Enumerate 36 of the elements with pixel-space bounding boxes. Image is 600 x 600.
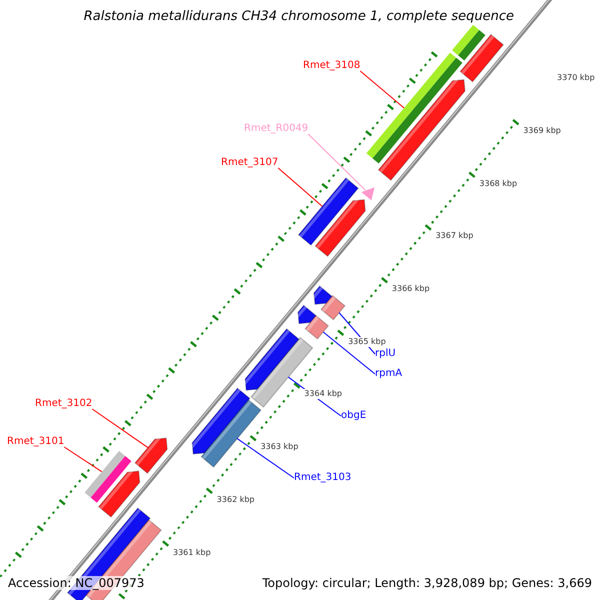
leader-line — [92, 408, 148, 448]
gene-label: Rmet_R0049 — [244, 123, 308, 135]
gene-label: Rmet_3108 — [303, 60, 360, 72]
scale-label: 3369 kbp — [522, 126, 562, 136]
gene-label: Rmet_3101 — [7, 436, 64, 448]
feature-triangle — [361, 187, 374, 200]
scale-label: 3364 kbp — [303, 389, 343, 400]
gene-bar — [134, 436, 168, 474]
gene-bar — [84, 450, 132, 503]
accession-text: Accession: NC_007973 — [8, 576, 144, 590]
gene-bar — [200, 399, 262, 468]
scale-label: 3362 kbp — [216, 494, 256, 505]
leader-line — [360, 70, 405, 108]
scale-label: 3370 kbp — [556, 73, 596, 84]
gene-label: rplU — [375, 348, 396, 360]
gene-label: Rmet_3102 — [35, 398, 92, 410]
scale-label: 3368 kbp — [478, 178, 518, 189]
gene-bar — [304, 314, 329, 340]
topology-text: Topology: circular; Length: 3,928,089 bp; Genes: 3,669 — [262, 576, 592, 590]
gene-bar — [320, 294, 346, 320]
gene-bar — [298, 177, 359, 246]
leader-line — [278, 168, 323, 207]
scale-label: 3361 kbp — [172, 548, 212, 558]
scale-label: 3367 kbp — [434, 231, 474, 242]
gene-label: Rmet_3107 — [221, 157, 278, 169]
leader-line — [236, 438, 294, 478]
gene-label: obgE — [341, 410, 366, 422]
leader-line — [64, 446, 102, 472]
scale-label: 3363 kbp — [260, 442, 300, 452]
scale-label: 3366 kbp — [390, 284, 431, 294]
leader-line — [322, 331, 376, 374]
leader-line — [308, 134, 366, 191]
scale-label: 3365 kbp — [347, 336, 387, 347]
gene-bar — [366, 24, 486, 164]
gene-label: rpmA — [375, 368, 402, 380]
gene-label: Rmet_3103 — [294, 472, 352, 484]
